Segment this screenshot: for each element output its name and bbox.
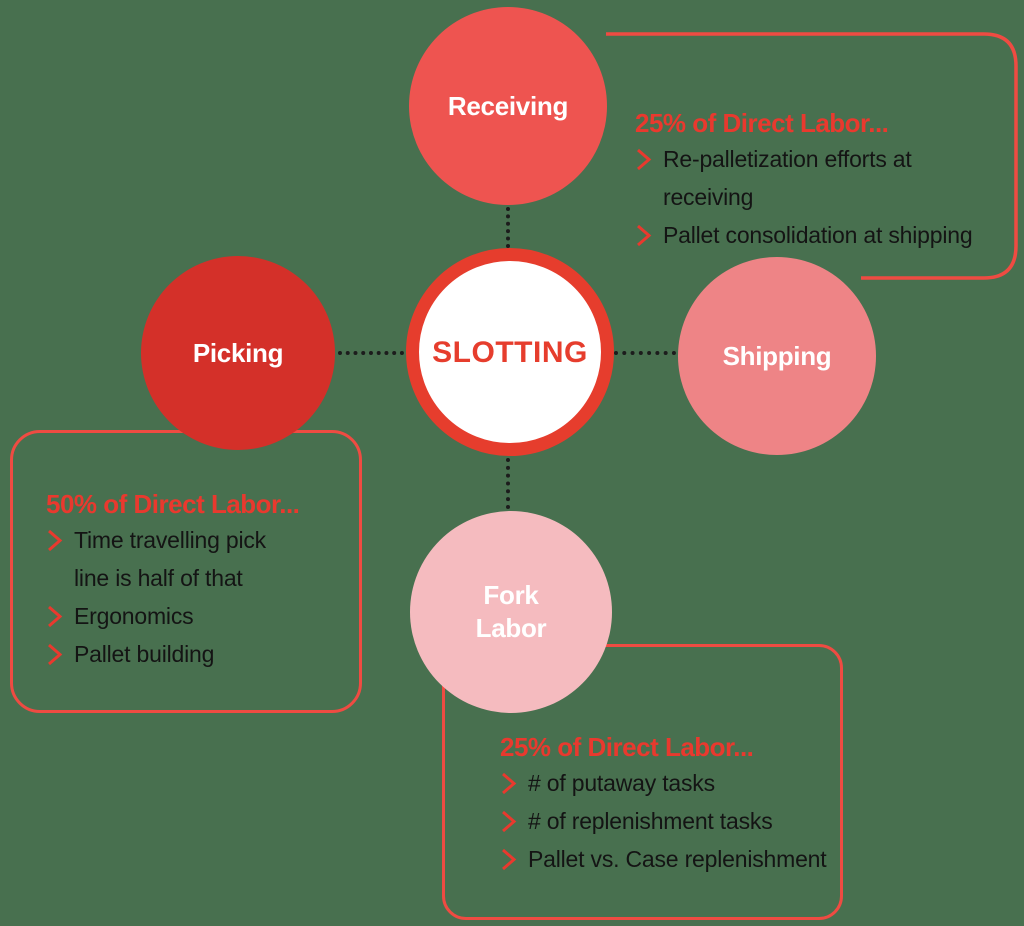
hub-slotting-label: SLOTTING (432, 335, 588, 369)
bullet-text: # of putaway tasks (528, 770, 715, 796)
callout-picking: 50% of Direct Labor... Time travelling p… (46, 489, 354, 673)
bullet-text: Pallet vs. Case replenishment (528, 846, 827, 872)
node-receiving-label: Receiving (447, 90, 569, 121)
callout-receiving-title: 25% of Direct Labor... (635, 108, 889, 138)
connector-bottom-dotted-line (506, 458, 510, 509)
bullet-item: Time travelling pick line is half of tha… (46, 521, 354, 597)
bullet-text: Time travelling pick line is half of tha… (74, 527, 266, 591)
callout-receiving-border (606, 32, 1018, 280)
chevron-right-icon (637, 224, 652, 247)
connector-top-dotted-line (506, 207, 510, 248)
node-picking-circle: Picking (141, 256, 335, 450)
callout-fork-labor-title: 25% of Direct Labor... (500, 732, 754, 762)
node-fork-labor-label: Fork Labor (475, 580, 547, 643)
callout-picking-title: 50% of Direct Labor... (46, 489, 300, 519)
bullet-item: Pallet building (46, 635, 354, 673)
bullet-text: Pallet building (74, 641, 215, 667)
bullet-text: Pallet consolidation at shipping (663, 222, 973, 248)
chevron-right-icon (502, 810, 517, 833)
chevron-right-icon (502, 772, 517, 795)
node-fork-labor-circle: Fork Labor (410, 511, 612, 713)
bullet-item: Re-palletization efforts at receiving (635, 140, 1007, 216)
bullet-item: Ergonomics (46, 597, 354, 635)
chevron-right-icon (48, 643, 63, 666)
callout-fork-labor-box (442, 644, 843, 920)
callout-fork-labor: 25% of Direct Labor... # of putaway task… (500, 732, 848, 878)
node-receiving-circle: Receiving (409, 7, 607, 205)
bullet-item: Pallet consolidation at shipping (635, 216, 1007, 254)
chevron-right-icon (637, 148, 652, 171)
connector-right-dotted-line (614, 351, 676, 355)
node-shipping-circle: Shipping (678, 257, 876, 455)
chevron-right-icon (48, 605, 63, 628)
chevron-right-icon (502, 848, 517, 871)
bullet-text: # of replenishment tasks (528, 808, 773, 834)
bullet-text: Re-palletization efforts at receiving (663, 146, 912, 210)
hub-slotting-circle: SLOTTING (406, 248, 614, 456)
chevron-right-icon (48, 529, 63, 552)
node-shipping-label: Shipping (722, 340, 832, 371)
bullet-item: Pallet vs. Case replenishment (500, 840, 848, 878)
bullet-item: # of putaway tasks (500, 764, 848, 802)
bullet-item: # of replenishment tasks (500, 802, 848, 840)
node-picking-label: Picking (192, 337, 284, 368)
bullet-text: Ergonomics (74, 603, 194, 629)
callout-receiving: 25% of Direct Labor... Re-palletization … (635, 108, 1007, 254)
connector-left-dotted-line (338, 351, 404, 355)
